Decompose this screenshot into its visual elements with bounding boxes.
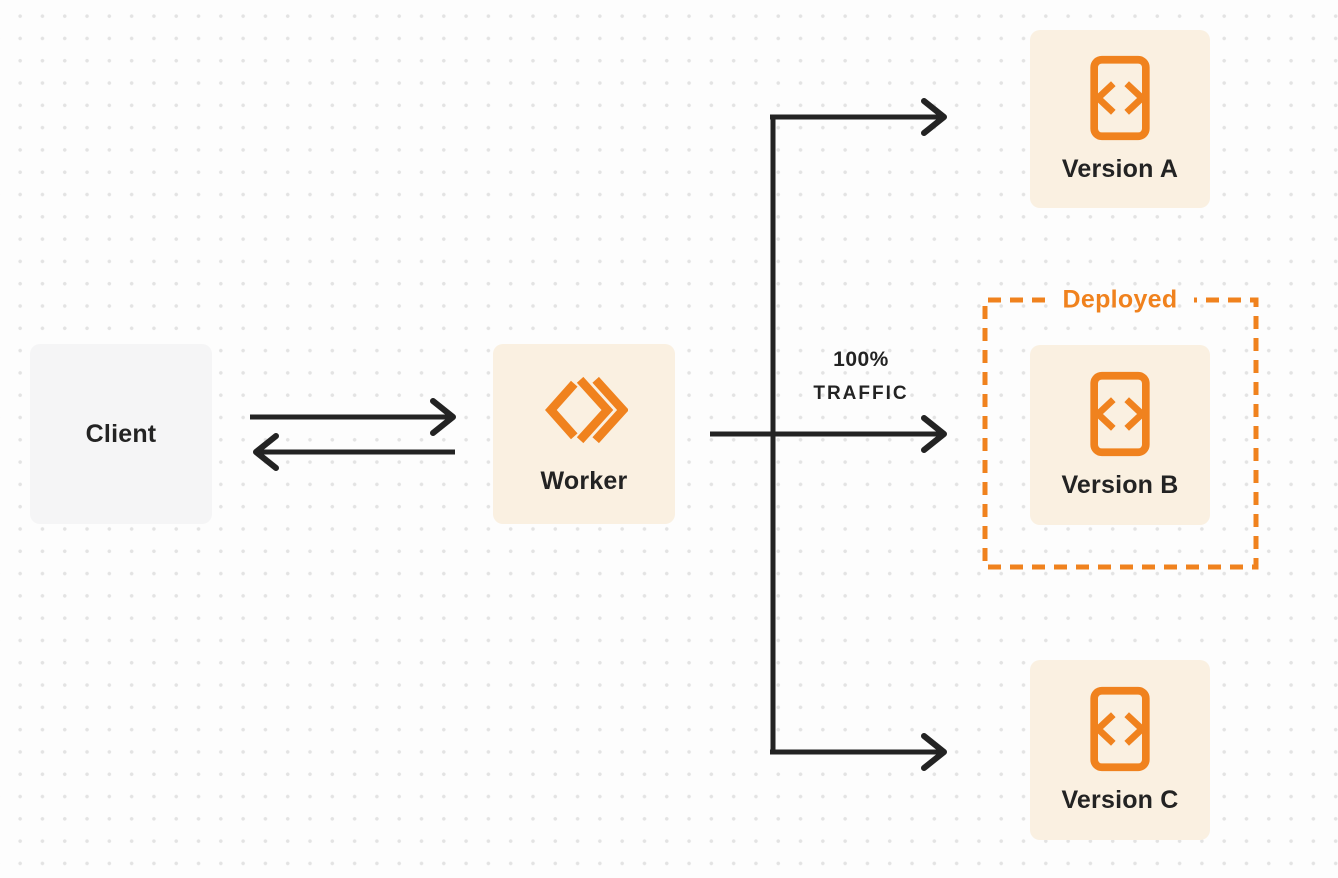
code-file-icon — [1079, 54, 1161, 142]
traffic-percent-value: 100% — [833, 348, 889, 371]
code-file-icon — [1079, 370, 1161, 458]
deployed-label: Deployed — [1062, 285, 1178, 314]
version-b-label: Version B — [1061, 471, 1179, 499]
client-label: Client — [85, 419, 157, 448]
version-b-node: Version B — [1030, 345, 1210, 525]
version-c-label: Version C — [1061, 786, 1179, 814]
version-c-node: Version C — [1030, 660, 1210, 840]
cloudflare-workers-icon — [540, 373, 628, 447]
worker-label: Worker — [540, 466, 628, 495]
code-file-icon — [1079, 685, 1161, 773]
version-a-node: Version A — [1030, 30, 1210, 208]
deployed-dashed-boundary — [982, 297, 1259, 570]
traffic-word: TRAFFIC — [813, 383, 909, 404]
worker-node: Worker — [493, 344, 675, 524]
traffic-percentage-label: 100% TRAFFIC — [781, 348, 941, 405]
version-a-label: Version A — [1061, 155, 1179, 183]
client-node: Client — [30, 344, 212, 524]
